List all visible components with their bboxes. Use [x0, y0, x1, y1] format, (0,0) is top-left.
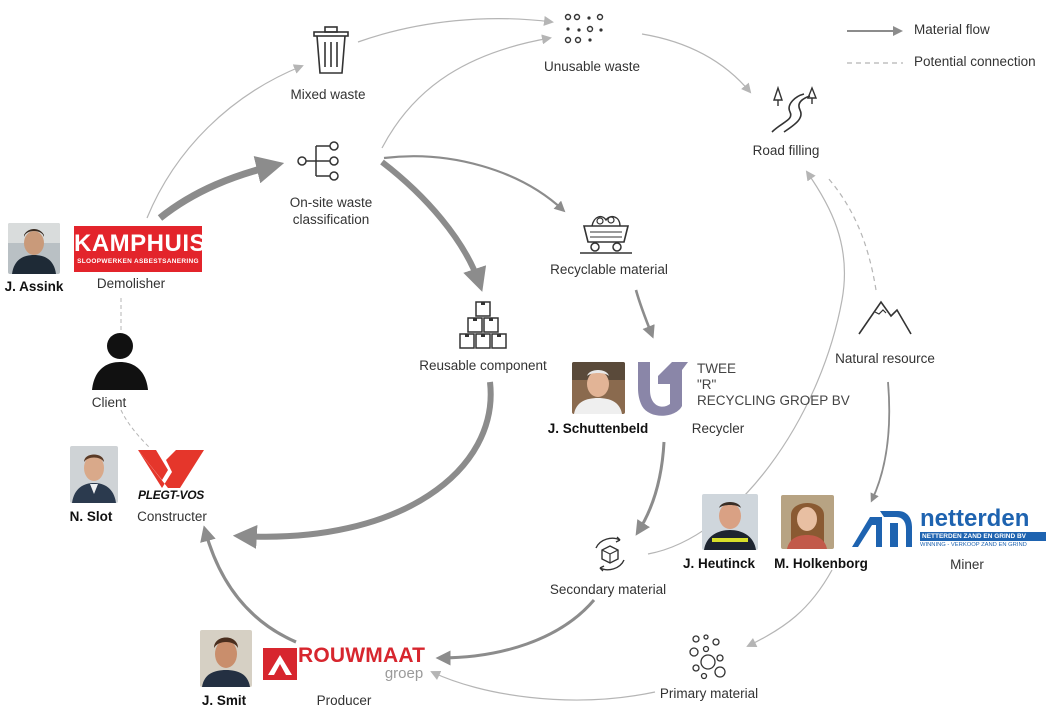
smit-name: J. Smit	[201, 693, 247, 708]
miner-label: Miner	[950, 557, 984, 572]
reusable-component-label: Reusable component	[419, 358, 547, 373]
client-label: Client	[91, 395, 127, 410]
flow-natural-to-road-potential	[827, 177, 877, 291]
unusable-waste-label: Unusable waste	[543, 59, 641, 74]
mine-cart-icon	[580, 215, 632, 254]
recyclable-material-label: Recyclable material	[550, 262, 668, 277]
flow-primary-to-producer	[430, 670, 656, 701]
heutinck-name: J. Heutinck	[682, 556, 756, 571]
onsite-label-line2: classification	[292, 211, 370, 227]
flow-reusable-to-constructer	[232, 381, 494, 549]
rouwmaat-logo: ROUWMAAT groep	[298, 644, 426, 682]
stacked-boxes-icon	[459, 301, 507, 349]
kamphuis-logo: KAMPHUIS SLOOPWERKEN ASBESTSANERING	[74, 226, 207, 272]
tweer-line3: RECYCLING GROEP BV	[697, 393, 850, 408]
assink-photo	[8, 223, 60, 274]
tweer-line2: "R"	[697, 377, 717, 392]
tree-structure-icon	[297, 141, 339, 181]
kamphuis-logo-sub: SLOOPWERKEN ASBESTSANERING	[77, 258, 199, 265]
recycler-label: Recycler	[691, 421, 745, 436]
bubbles-icon	[689, 634, 726, 680]
rouwmaat-logo-sub: groep	[384, 665, 424, 682]
rouwmaat-logo-text: ROUWMAAT	[298, 644, 426, 667]
heutinck-photo	[702, 494, 758, 550]
plegtvos-logo-text: PLEGT-VOS	[138, 488, 204, 502]
road-icon	[771, 86, 818, 133]
smit-photo	[200, 630, 252, 687]
rouwmaat-logo-mark	[263, 648, 297, 680]
flow-onsite-to-recyclable	[383, 155, 566, 213]
demolisher-label: Demolisher	[96, 276, 166, 291]
schuttenbeld-photo	[572, 362, 625, 414]
constructer-label: Constructer	[137, 509, 207, 524]
recycle-box-icon	[595, 536, 625, 572]
natural-resource-label: Natural resource	[835, 351, 935, 366]
onsite-classification-label: On-site waste classification	[290, 195, 373, 229]
flow-secondary-to-producer	[435, 599, 596, 666]
flow-mixed-to-unusable	[357, 16, 554, 43]
trash-can-icon	[313, 26, 349, 74]
assink-name: J. Assink	[4, 279, 64, 294]
tweer-logo-text: TWEE "R" RECYCLING GROEP BV	[697, 361, 850, 409]
dots-icon	[564, 13, 604, 44]
primary-material-label: Primary material	[659, 686, 759, 701]
producer-label: Producer	[316, 693, 372, 708]
client-person-icon	[92, 333, 148, 390]
tweer-logo-mark	[638, 362, 688, 416]
flow-demolisher-to-onsite	[157, 156, 285, 221]
flow-recycler-to-secondary	[635, 441, 666, 536]
flow-onsite-to-unusable	[381, 34, 552, 149]
netterden-logo-mark	[852, 511, 912, 547]
legend-material-flow-label: Material flow	[914, 22, 990, 37]
holkenborg-photo	[781, 495, 834, 549]
flow-demolisher-to-mixed-waste	[146, 64, 304, 219]
mixed-waste-label: Mixed waste	[290, 87, 366, 102]
netterden-logo-text: netterden	[920, 505, 1030, 532]
holkenborg-name: M. Holkenborg	[774, 556, 868, 571]
netterden-logo-sub1: NETTERDEN ZAND EN GRIND BV	[920, 532, 1046, 541]
flow-unusable-to-road	[641, 33, 752, 94]
netterden-logo-sub2: WINNING - VERKOOP ZAND EN GRIND	[920, 542, 1027, 548]
flow-onsite-to-reusable	[380, 159, 487, 292]
kamphuis-logo-text: KAMPHUIS	[74, 230, 207, 257]
tweer-line1: TWEE	[697, 361, 736, 376]
flow-recyclable-to-recycler	[634, 289, 655, 339]
secondary-material-label: Secondary material	[549, 582, 667, 597]
client-constructer-dashed	[120, 409, 151, 449]
netterden-logo: netterden NETTERDEN ZAND EN GRIND BV WIN…	[920, 506, 1046, 549]
flow-producer-to-constructer	[200, 525, 297, 644]
flow-miner-to-primary	[746, 569, 833, 647]
plegtvos-logo	[138, 450, 204, 488]
slot-photo	[70, 446, 118, 503]
legend-potential-connection-label: Potential connection	[914, 54, 1036, 69]
slot-name: N. Slot	[69, 509, 113, 524]
onsite-label-line1: On-site waste	[289, 195, 373, 210]
mountain-icon	[858, 300, 912, 335]
road-filling-label: Road filling	[752, 143, 820, 158]
schuttenbeld-name: J. Schuttenbeld	[547, 421, 649, 436]
flow-natural-to-miner	[870, 381, 891, 503]
